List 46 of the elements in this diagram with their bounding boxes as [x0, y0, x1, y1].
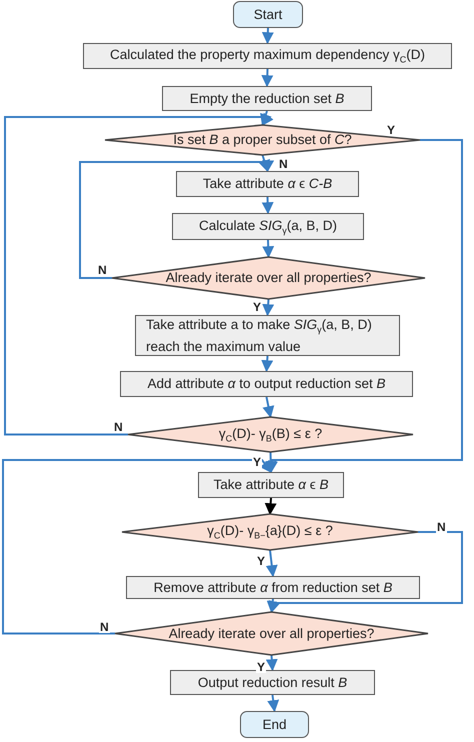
arrow — [262, 196, 274, 214]
arrow — [261, 356, 274, 372]
arrow — [267, 694, 280, 712]
edge-label: Y — [252, 301, 262, 313]
arrow — [4, 112, 274, 436]
arrow — [266, 654, 278, 672]
process-box: Add attribute α to output reduction set B — [120, 371, 413, 397]
arrow — [260, 110, 272, 126]
process-box: Calculated the property maximum dependency γ$_{C}$(D) — [83, 43, 452, 69]
process-box: Empty the reduction set B — [162, 86, 372, 111]
arrow — [268, 531, 463, 614]
edge-label: N — [436, 521, 447, 533]
process-box: Calculate SIG$_{γ}$(a, B, D) — [172, 213, 364, 240]
condition-text: γ$_{C}$(D)- γ$_{B}$(B) ≤ ε ? — [218, 424, 322, 446]
arrow — [264, 498, 277, 516]
terminal-box: Start — [233, 1, 303, 28]
edge-label: N — [97, 264, 108, 276]
arrow — [262, 396, 274, 418]
arrow — [262, 28, 274, 44]
arrow — [266, 139, 463, 474]
process-box: Take attribute a to make SIG$_{γ}$(a, B, D) reach the maximum value — [135, 315, 400, 356]
terminal-box: End — [240, 711, 309, 738]
arrow — [79, 160, 274, 279]
edge-label: Y — [256, 661, 266, 673]
edge-label: N — [278, 158, 289, 170]
arrow — [264, 452, 277, 474]
edge-label: N — [99, 621, 110, 633]
condition-text: Already iterate over all properties? — [166, 269, 372, 288]
process-box: Take attribute α ϵ B — [198, 472, 344, 498]
condition-text: γ$_{C}$(D)- γ$_{B−}${a}(D) ≤ ε ? — [207, 522, 333, 543]
arrow — [2, 459, 272, 634]
arrow — [262, 240, 274, 258]
edge-label: N — [113, 421, 124, 433]
arrow — [261, 68, 274, 88]
condition-text: Is set B a proper subset of C? — [173, 131, 352, 150]
arrow — [266, 550, 278, 578]
process-box: Output reduction result B — [170, 670, 375, 695]
edge-label: Y — [256, 555, 266, 567]
edge-label: Y — [252, 456, 262, 468]
arrow — [266, 598, 279, 614]
condition-text: Already iterate over all properties? — [168, 624, 374, 643]
arrow — [258, 154, 270, 172]
process-box: Take attribute α ϵ C-B — [176, 171, 359, 197]
edge-label: Y — [386, 124, 396, 136]
arrow — [262, 298, 274, 316]
process-box: Remove attribute α from reduction set B — [126, 576, 420, 599]
